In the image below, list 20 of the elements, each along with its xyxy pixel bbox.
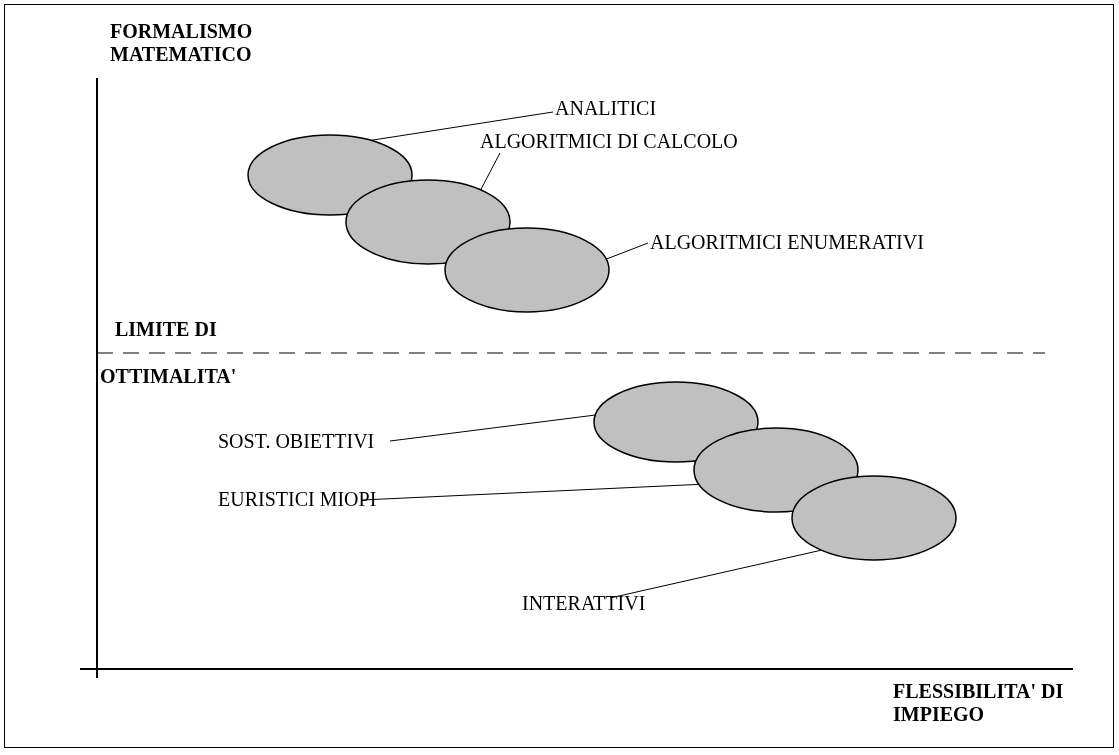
ellipse-shape xyxy=(247,134,413,216)
category-label: ANALITICI xyxy=(555,97,657,120)
leader-line xyxy=(389,414,596,442)
category-label: INTERATTIVI xyxy=(522,592,646,615)
axis-title: FORMALISMO MATEMATICO xyxy=(110,20,254,66)
axis-title: OTTIMALITA' xyxy=(100,365,238,388)
category-label: ALGORITMICI ENUMERATIVI xyxy=(650,231,924,254)
axis-title: FLESSIBILITA' DI IMPIEGO xyxy=(893,680,1065,726)
ellipse-shape xyxy=(791,475,957,561)
ellipse-shape xyxy=(593,381,759,463)
ellipse-shape xyxy=(345,179,511,265)
category-label: SOST. OBIETTIVI xyxy=(218,430,375,453)
axis-title: LIMITE DI xyxy=(115,318,218,341)
ellipse-shape xyxy=(444,227,610,313)
ellipse-shape xyxy=(693,427,859,513)
category-label: ALGORITMICI DI CALCOLO xyxy=(480,130,738,153)
leader-line xyxy=(370,111,554,141)
leader-line xyxy=(480,152,501,191)
category-label: EURISTICI MIOPI xyxy=(218,488,377,511)
leader-line xyxy=(605,242,649,260)
